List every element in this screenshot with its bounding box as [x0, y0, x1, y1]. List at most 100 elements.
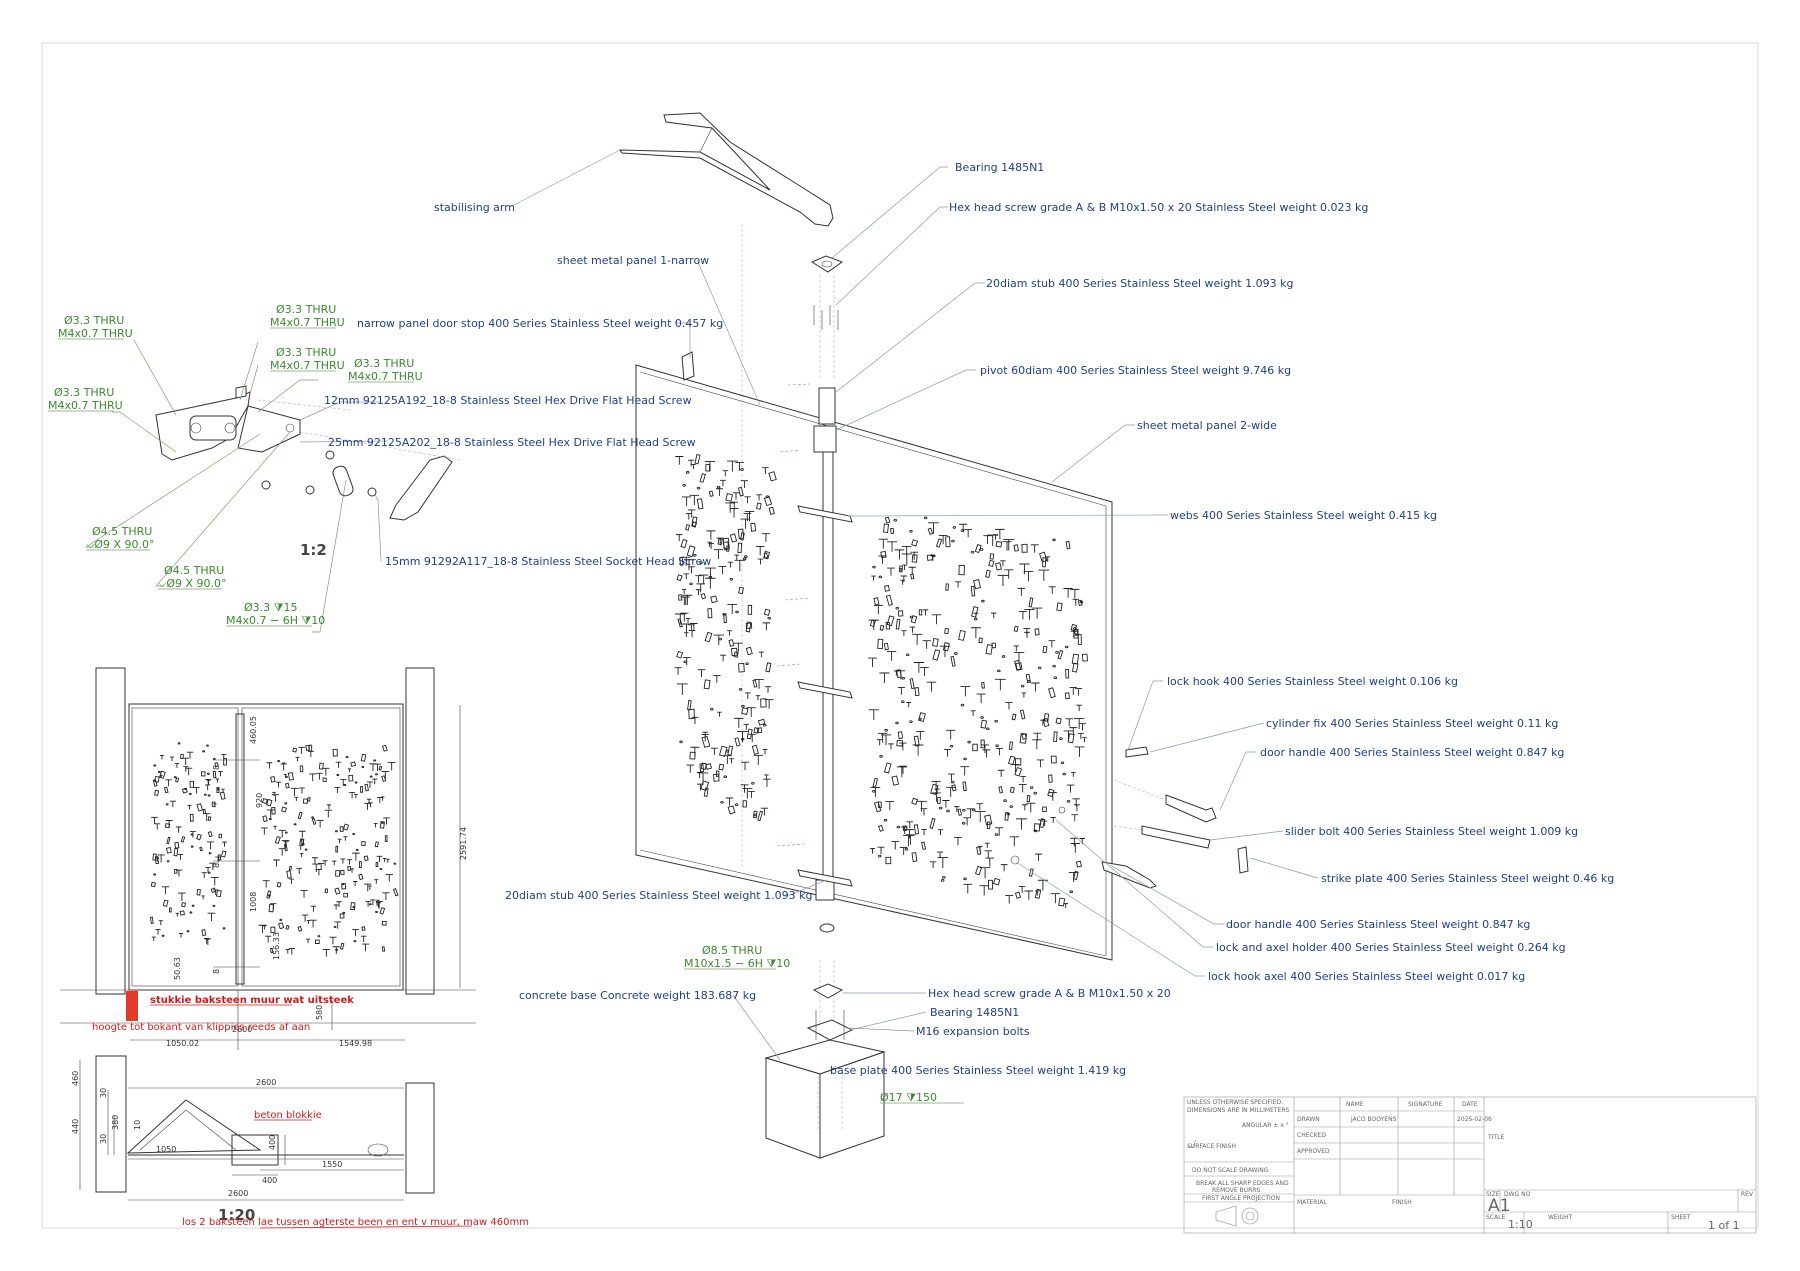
panel-slot [352, 852, 360, 861]
panel-slot [352, 881, 358, 886]
panel-slot [158, 770, 166, 779]
panel-slot [309, 919, 317, 928]
tb-break1: BREAK ALL SHARP EDGES AND [1196, 1180, 1289, 1187]
panel-slot [366, 781, 374, 789]
panel-slot [173, 868, 178, 874]
callout-lock-hook-axel: lock hook axel 400 Series Stainless Stee… [1208, 970, 1525, 983]
panel-slot [284, 831, 288, 834]
panel-slot [953, 836, 962, 846]
panel-slot [682, 484, 686, 487]
panel-slot [763, 496, 773, 507]
panel-slot [202, 750, 206, 753]
panel-slot [343, 823, 350, 831]
panel-slot [158, 920, 163, 926]
brick-protrusion [126, 991, 138, 1021]
panel-slot [728, 639, 735, 647]
panel-slot [1019, 709, 1026, 720]
panel-slot [683, 660, 687, 664]
panel-slot [895, 721, 899, 725]
panel-slot [705, 464, 711, 472]
panel-slot [278, 848, 286, 856]
panel-slot [934, 788, 940, 795]
callout-webs: webs 400 Series Stainless Steel weight 0… [1170, 509, 1437, 522]
panel-slot [909, 529, 913, 533]
panel-slot [971, 808, 976, 812]
panel-pattern-wide [868, 516, 1088, 909]
panel-slot [971, 606, 979, 618]
tb-surface: SURFACE FINISH [1187, 1143, 1236, 1150]
callout-stabilising-arm: stabilising arm [434, 201, 515, 214]
tb-scale-label: SCALE [1486, 1214, 1505, 1221]
panel-slot [918, 712, 926, 722]
panel-slot [958, 629, 966, 641]
panel-slot [1042, 717, 1050, 728]
front-view [60, 667, 476, 1050]
panel-slot [1075, 633, 1080, 636]
panel-slot [332, 860, 337, 866]
panel-slot [1020, 776, 1026, 783]
panel-slot [884, 728, 888, 732]
panel-slot [970, 550, 975, 554]
panel-slot [994, 562, 1003, 571]
pivot-shaft-part [776, 383, 853, 933]
panel-slot [1018, 610, 1027, 620]
panel-slot [340, 869, 345, 875]
panel-slot [382, 892, 390, 901]
panel-slot [918, 717, 922, 721]
panel-slot [276, 881, 282, 888]
panel-slot [364, 883, 372, 892]
panel-slot [207, 794, 211, 797]
panel-slot [927, 522, 939, 534]
panel-slot [945, 583, 949, 591]
panel-slot [307, 797, 311, 802]
panel-slot [1018, 783, 1027, 793]
panel-slot [353, 940, 357, 943]
panel-slot [1048, 687, 1056, 699]
panel-slot [911, 797, 919, 805]
panel-slot [732, 492, 740, 500]
panel-slot [178, 932, 184, 938]
panel-slot [180, 836, 186, 843]
panel-slot [337, 838, 342, 844]
callout-door-handle-2: door handle 400 Series Stainless Steel w… [1226, 918, 1530, 931]
panel-slot [768, 471, 777, 482]
panel-slot [1070, 623, 1077, 632]
panel-slot [358, 873, 364, 881]
panel-slot [685, 524, 691, 531]
panel-slot [877, 638, 884, 650]
panel-slot [981, 599, 985, 603]
panel-slot [308, 744, 313, 752]
hole-callout-2b: M4x0.7 THRU [270, 316, 345, 329]
panel-slot [213, 889, 218, 895]
tb-approved: APPROVED [1297, 1148, 1330, 1155]
panel-slot [333, 925, 337, 929]
panel-slot [375, 773, 378, 776]
panel-slot [345, 755, 349, 759]
callout-panel-wide: sheet metal panel 2-wide [1137, 419, 1277, 432]
panel-slot [932, 649, 941, 661]
panel-slot [1072, 598, 1080, 606]
panel-slot [697, 669, 706, 678]
top-screws [813, 275, 839, 380]
panel-slot [335, 870, 341, 877]
panel-slot [938, 534, 948, 545]
panel-slot [181, 787, 188, 794]
panel-slot [757, 810, 764, 822]
panel-slot [152, 853, 157, 861]
panel-slot [361, 943, 370, 952]
panel-slot [381, 821, 385, 824]
panel-slot [960, 766, 970, 776]
panel-slot [175, 912, 179, 917]
callout-bearing-bottom: Bearing 1485N1 [930, 1006, 1019, 1019]
panel-slot [393, 862, 397, 865]
panel-slot [306, 920, 311, 924]
panel-slot [757, 718, 766, 726]
panel-slot [995, 528, 1005, 539]
panel-slot [918, 609, 923, 616]
panel-slot [879, 672, 890, 684]
panel-slot [763, 778, 771, 787]
panel-slot [693, 553, 697, 557]
panel-slot [737, 731, 748, 743]
bearing-top-part [810, 255, 844, 273]
panel-slot [350, 761, 357, 767]
